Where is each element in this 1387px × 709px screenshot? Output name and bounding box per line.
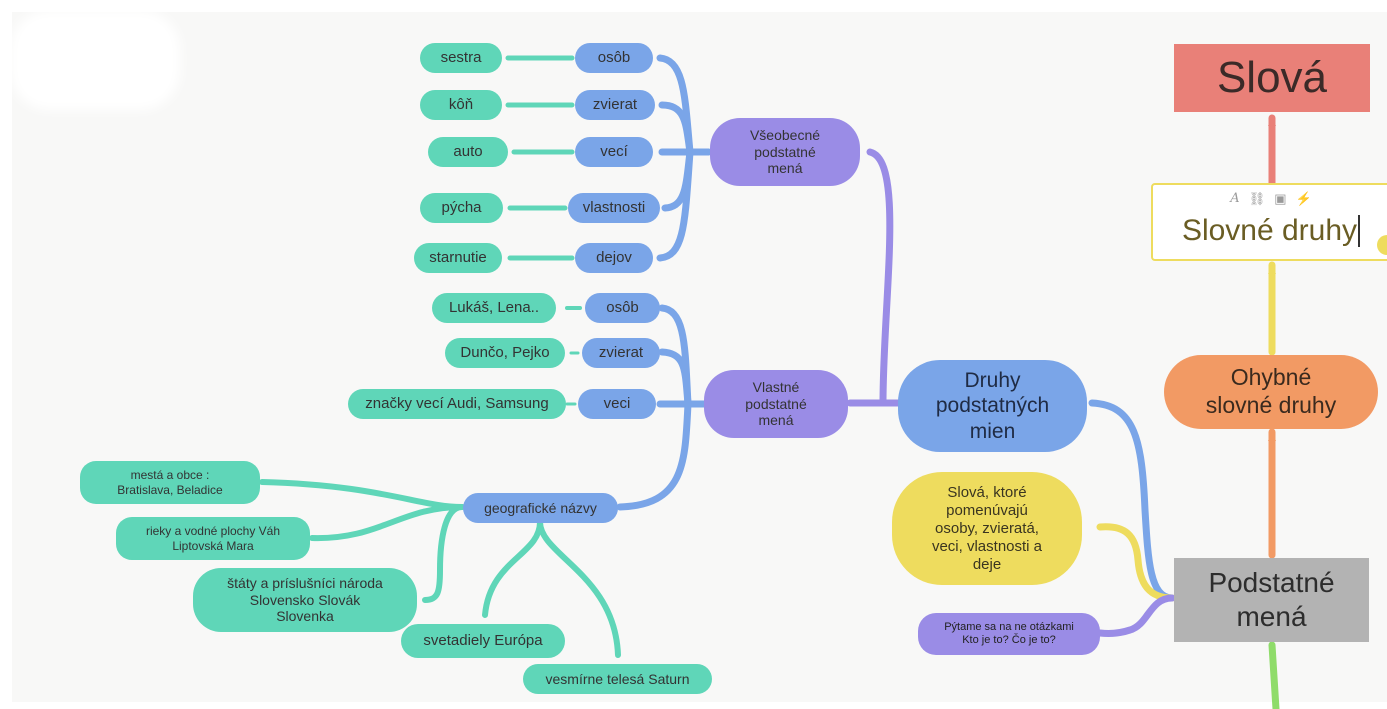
node-slova[interactable]: Slová [1174, 44, 1370, 112]
link-podstatne-definition [1096, 523, 1176, 602]
ex-lukas-lena[interactable]: Lukáš, Lena.. [432, 293, 556, 323]
geo-vesmirne[interactable]: vesmírne telesá Saturn [523, 664, 712, 694]
ex-starnutie[interactable]: starnutie [414, 243, 502, 273]
link-icon[interactable]: ⛓ [1248, 191, 1266, 206]
ex-znacky-veci[interactable]: značky vecí Audi, Samsung [348, 389, 566, 419]
ex-sestra[interactable]: sestra [420, 43, 502, 73]
blur-overlay [10, 10, 180, 110]
cat-veci-2[interactable]: veci [578, 389, 656, 419]
cat-osob-2[interactable]: osôb [585, 293, 660, 323]
geo-mesta-obce[interactable]: mestá a obce : Bratislava, Beladice [80, 461, 260, 504]
cat-osob-1[interactable]: osôb [575, 43, 653, 73]
link-geo-staty [422, 504, 465, 603]
node-question[interactable]: Pýtame sa na ne otázkami Kto je to? Čo j… [918, 613, 1100, 655]
cat-veci-1[interactable]: vecí [575, 137, 653, 167]
cat-dejov-1[interactable]: dejov [575, 243, 653, 273]
text-format-icon[interactable]: A [1230, 191, 1240, 206]
node-druhy-podstatnych-mien[interactable]: Druhy podstatných mien [898, 360, 1087, 452]
link-geo-mesta [259, 479, 465, 510]
link-geo-vesmirne [537, 519, 621, 658]
node-slovne-druhy-text[interactable]: Slovné druhy [1181, 213, 1358, 247]
link-podstatne-question [1096, 594, 1176, 638]
link-vlastne-zvierat [658, 348, 707, 408]
lightning-icon[interactable]: ⚡ [1295, 191, 1312, 206]
node-definition[interactable]: Slová, ktoré pomenúvajú osoby, zvieratá,… [892, 472, 1082, 585]
ex-kon[interactable]: kôň [420, 90, 502, 120]
cat-vlastnosti-1[interactable]: vlastnosti [568, 193, 660, 223]
link-druhy-vseobecne [866, 148, 902, 407]
geo-rieky[interactable]: rieky a vodné plochy Váh Liptovská Mara [116, 517, 310, 560]
link-podstatne-down [1268, 641, 1280, 709]
text-cursor [1358, 214, 1361, 247]
arrow-tip-ohybne [1268, 431, 1276, 441]
node-slovne-druhy-editing[interactable]: A ⛓ ▣ ⚡ Slovné druhy [1151, 183, 1387, 261]
node-vseobecne[interactable]: Všeobecné podstatné mená [710, 118, 860, 186]
arrow-tip-slovne [1268, 264, 1276, 274]
node-podstatne-mena[interactable]: Podstatné mená [1174, 558, 1369, 642]
cat-zvierat-1[interactable]: zvierat [575, 90, 655, 120]
node-geograficke-nazvy[interactable]: geografické názvy [463, 493, 618, 523]
link-geo-rieky [309, 504, 465, 542]
node-vlastne[interactable]: Vlastné podstatné mená [704, 370, 848, 438]
ex-dunco-pejko[interactable]: Dunčo, Pejko [445, 338, 565, 368]
geo-staty[interactable]: štáty a príslušníci národa Slovensko Slo… [193, 568, 417, 632]
link-podstatne-druhy [1088, 399, 1176, 602]
node-toolbar: A ⛓ ▣ ⚡ [1230, 191, 1311, 207]
cat-zvierat-2[interactable]: zvierat [582, 338, 660, 368]
link-geo-svetadiely [482, 519, 543, 618]
resize-handle[interactable] [1377, 235, 1387, 255]
ex-auto[interactable]: auto [428, 137, 508, 167]
node-ohybne-slovne-druhy[interactable]: Ohybné slovné druhy [1164, 355, 1378, 429]
link-vseobecne-dejov [656, 148, 712, 262]
geo-svetadiely[interactable]: svetadiely Európa [401, 624, 565, 658]
ex-pycha[interactable]: pýcha [420, 193, 503, 223]
image-icon[interactable]: ▣ [1274, 191, 1287, 206]
arrow-tip-slova [1268, 116, 1276, 126]
link-vlastne-geo [616, 400, 707, 511]
